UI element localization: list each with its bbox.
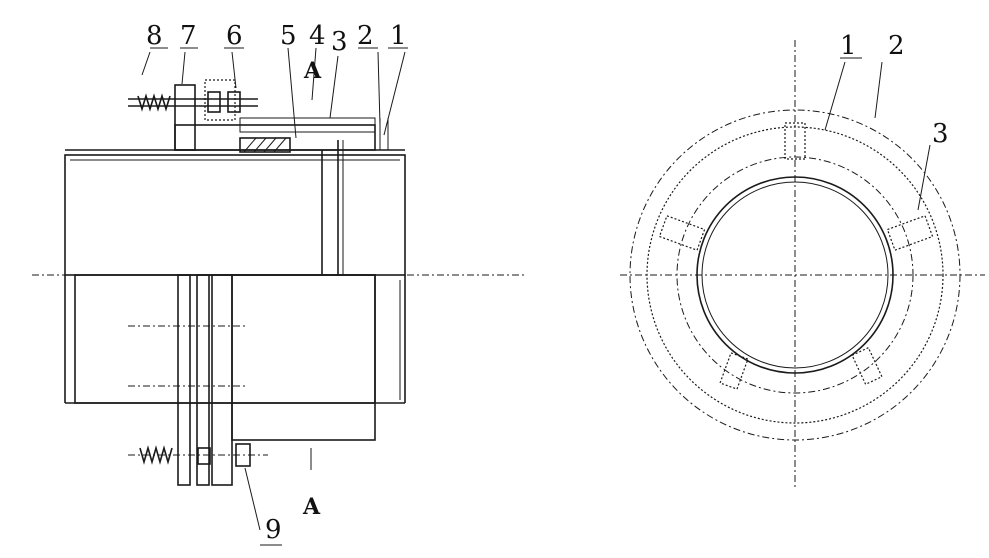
lower-flange-plate-3 <box>211 274 233 486</box>
right-lug <box>886 215 934 251</box>
bottom-spring <box>139 445 173 465</box>
side-label-7: 7 <box>180 21 197 51</box>
side-label-6: 6 <box>226 21 243 51</box>
lower-pipe-body <box>74 274 376 404</box>
section-label-a-top: A <box>303 58 322 84</box>
side-label-5: 5 <box>280 21 297 51</box>
lower-flange-plate-2 <box>196 274 210 486</box>
section-label-a-bottom: A <box>302 494 321 520</box>
end-label-1: 1 <box>840 31 857 61</box>
top-lug <box>784 122 806 160</box>
side-label-2: 2 <box>357 21 374 51</box>
side-label-1: 1 <box>390 21 407 51</box>
side-label-9: 9 <box>265 515 282 545</box>
clamp-bracket-top <box>174 84 196 151</box>
outer-ring-inner-edge <box>646 126 944 424</box>
end-view: 1 2 3 <box>620 31 985 490</box>
side-label-3: 3 <box>331 27 348 57</box>
bottom-right-lug <box>851 346 883 386</box>
upper-pipe-body <box>64 154 406 276</box>
sleeve-body <box>231 274 376 441</box>
left-lug <box>658 215 706 251</box>
side-label-4: 4 <box>309 21 326 51</box>
seal-packing <box>239 137 291 153</box>
end-label-3: 3 <box>932 119 949 149</box>
outer-ring <box>629 109 961 441</box>
top-spring <box>137 93 171 112</box>
side-label-8: 8 <box>146 21 163 51</box>
lower-flange-plate-1 <box>177 274 191 486</box>
middle-ring <box>676 156 914 394</box>
end-label-2: 2 <box>888 31 905 61</box>
side-view: 8 7 6 5 4 3 2 1 A 9 A <box>32 21 525 546</box>
inner-pipe-circle <box>696 176 894 374</box>
bottom-left-lug <box>719 352 749 390</box>
